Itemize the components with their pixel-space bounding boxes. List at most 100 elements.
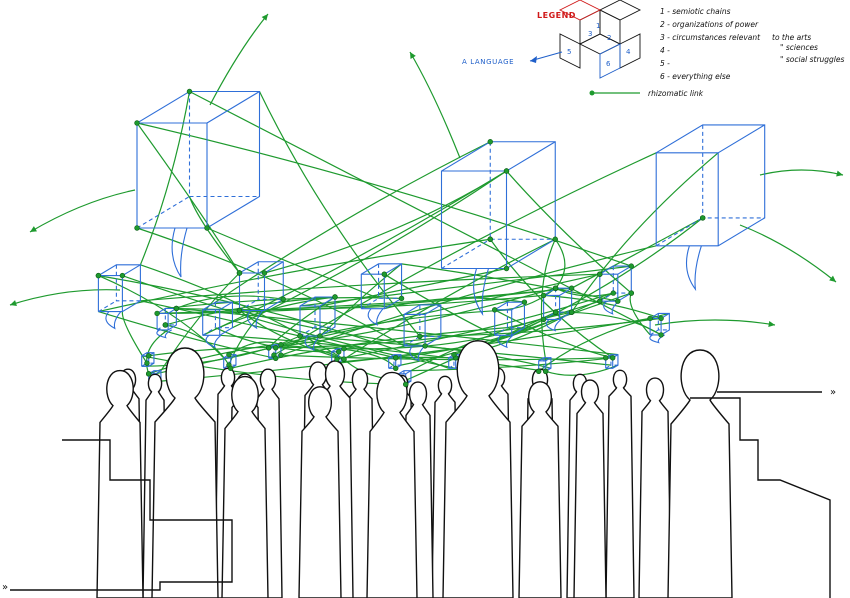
arrowhead [829, 275, 836, 282]
arrowhead [768, 320, 775, 327]
rhizomatic-link [571, 217, 703, 289]
edge-mark-right: » [830, 387, 836, 398]
rhizomatic-link [489, 238, 614, 359]
rhizomatic-link [215, 327, 339, 353]
cube-hidden-edge [612, 266, 632, 294]
cube-outline [655, 124, 766, 247]
cube-edge [506, 141, 556, 172]
svg-text:2: 2 [607, 34, 611, 42]
rhizomatic-link [148, 344, 275, 375]
link-node [658, 332, 664, 338]
link-node [503, 265, 510, 272]
link-node [273, 355, 279, 361]
link-node [602, 355, 609, 361]
cube-edge [122, 264, 141, 277]
legend-cube-icon: 1 2 3 4 5 6 [558, 0, 642, 79]
arrowhead [836, 170, 843, 177]
rhizomatic-link [139, 91, 191, 266]
outward-link [759, 169, 844, 176]
link-node [403, 381, 409, 387]
link-node [699, 215, 706, 221]
link-node [273, 345, 279, 351]
cube-hidden-edge [649, 329, 659, 336]
link-node [236, 307, 243, 314]
link-node [542, 368, 549, 374]
cube-hidden-edge [489, 141, 556, 240]
arrowhead [410, 52, 416, 59]
rhizomatic-link [384, 297, 525, 310]
person-silhouette [366, 371, 418, 598]
rhizomatic-link [319, 267, 507, 307]
link-node [297, 333, 303, 339]
link-node [552, 236, 558, 242]
rhizomatic-link [136, 122, 241, 274]
cube-hidden-edge [441, 238, 491, 269]
cube-hidden-edge [115, 264, 141, 302]
link-node [398, 295, 405, 302]
language-label-group: A LANGUAGE [462, 51, 563, 66]
link-node [535, 368, 542, 374]
person-silhouette [151, 347, 219, 598]
link-node [173, 305, 180, 312]
cube-hidden-edge [543, 357, 551, 369]
cube-stem [545, 318, 562, 332]
svg-text:4: 4 [626, 48, 631, 56]
rhizomatic-link-label: rhizomatic link [648, 89, 704, 98]
link-node [610, 290, 616, 296]
outward-link [209, 13, 269, 106]
person-silhouette [667, 349, 733, 598]
cube-hidden-edge [239, 298, 259, 311]
link-node [658, 315, 664, 322]
cube-edge [545, 357, 552, 362]
cube-hidden-edge [605, 364, 612, 369]
link-node [146, 353, 152, 359]
cube-hidden-edge [403, 335, 421, 347]
cube-edge [424, 304, 442, 315]
floor-contour [690, 397, 831, 598]
legend-side-note: " sciences [780, 43, 818, 52]
cube-stem [603, 300, 619, 315]
arrowhead [10, 300, 17, 306]
legend-side-note: " social struggles [780, 55, 845, 64]
cube-stem [473, 268, 490, 316]
link-node [134, 120, 140, 126]
legend-items: 1 - semiotic chains 2 - organizations of… [660, 7, 845, 81]
svg-text:6 - everything else: 6 - everything else [660, 72, 731, 81]
cube-edge [157, 312, 169, 330]
link-node [317, 333, 323, 339]
cube-edge [656, 152, 719, 246]
link-node [119, 272, 126, 279]
svg-text:1: 1 [596, 22, 600, 30]
link-node [451, 351, 457, 358]
rhizomatic-link [230, 327, 508, 369]
link-node [228, 365, 234, 371]
rhizomatic-link [157, 287, 572, 314]
cube-edge [230, 354, 237, 359]
cube-edge [206, 91, 260, 124]
person-silhouette [518, 381, 562, 598]
link-node [226, 351, 232, 358]
cube-stem [685, 245, 702, 292]
cube-hidden-edge [655, 217, 703, 247]
link-node [336, 349, 342, 355]
cube-hidden-edge [494, 327, 508, 336]
cube-hidden-edge [136, 196, 190, 229]
link-node [492, 307, 498, 313]
link-node [278, 341, 284, 348]
link-node [609, 355, 616, 361]
rhizomatic-link [273, 152, 657, 356]
link-node [521, 299, 528, 305]
link-node [144, 360, 150, 366]
rhizomatic-link [176, 294, 544, 311]
legend-text: - circumstances relevant [667, 33, 761, 42]
rhizomatic-link [280, 245, 657, 356]
link-node [381, 271, 387, 277]
link-node [597, 298, 603, 304]
rhizomatic-link [506, 170, 632, 294]
link-node [503, 168, 510, 174]
cube-edge [717, 124, 765, 154]
rhizomatic-link [410, 311, 572, 372]
arrowhead [261, 14, 268, 21]
rhizomatic-link [571, 152, 719, 313]
cube-outline [97, 264, 141, 313]
